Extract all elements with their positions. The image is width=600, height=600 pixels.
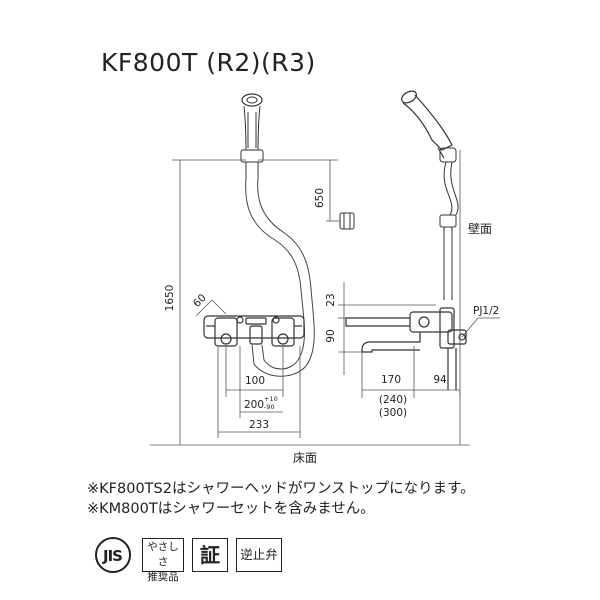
yasashisa-mark: やさしさ 推奨品 (142, 538, 184, 583)
jis-label: JIS (103, 547, 123, 565)
dim-lines-front (150, 159, 470, 446)
faucet-body-front (203, 315, 305, 347)
dim-23: 23 (325, 293, 337, 306)
dim-200-tol-minus: -90 (264, 403, 275, 411)
dim-200: 200 (244, 399, 264, 411)
slide-holder-front (240, 149, 264, 178)
note-km800t: ※KM800Tはシャワーセットを含みません。 (87, 501, 375, 517)
dim-94: 94 (433, 374, 447, 386)
dim-lines-side (338, 282, 500, 398)
jis-mark-icon: JIS (95, 537, 131, 573)
yasashisa-line1: やさしさ (147, 541, 179, 568)
slide-bar-side (439, 147, 459, 300)
dim-1650: 1650 (164, 285, 176, 312)
check-valve-mark: 逆止弁 (236, 538, 282, 572)
dim-60: 60 (191, 292, 209, 310)
dimension-labels: 650 1650 60 100 200 +10 -90 233 23 90 17… (164, 188, 499, 465)
shower-head-side (401, 90, 453, 159)
dim-233: 233 (249, 419, 269, 431)
dim-300: (300) (379, 407, 407, 419)
dim-100: 100 (245, 375, 265, 387)
dim-240: (240) (379, 394, 407, 406)
pipe-thread-label: PJ1/2 (473, 305, 499, 317)
note-kf800ts2: ※KF800TS2はシャワーヘッドがワンストップになります。 (87, 481, 475, 497)
dim-90: 90 (325, 329, 337, 342)
dim-170: 170 (381, 374, 401, 386)
faucet-body-side (345, 307, 467, 390)
page-title: KF800T (R2)(R3) (101, 48, 316, 77)
shower-head-front (241, 93, 263, 151)
floor-label: 床面 (293, 451, 317, 465)
wall-hook-front (339, 212, 355, 230)
yasashisa-line2: 推奨品 (147, 571, 179, 583)
dim-650: 650 (314, 188, 326, 208)
sho-mark: 証 (192, 538, 228, 572)
hose-front (245, 177, 315, 377)
dim-200-tol-plus: +10 (264, 395, 278, 403)
wall-label: 壁面 (468, 221, 492, 236)
